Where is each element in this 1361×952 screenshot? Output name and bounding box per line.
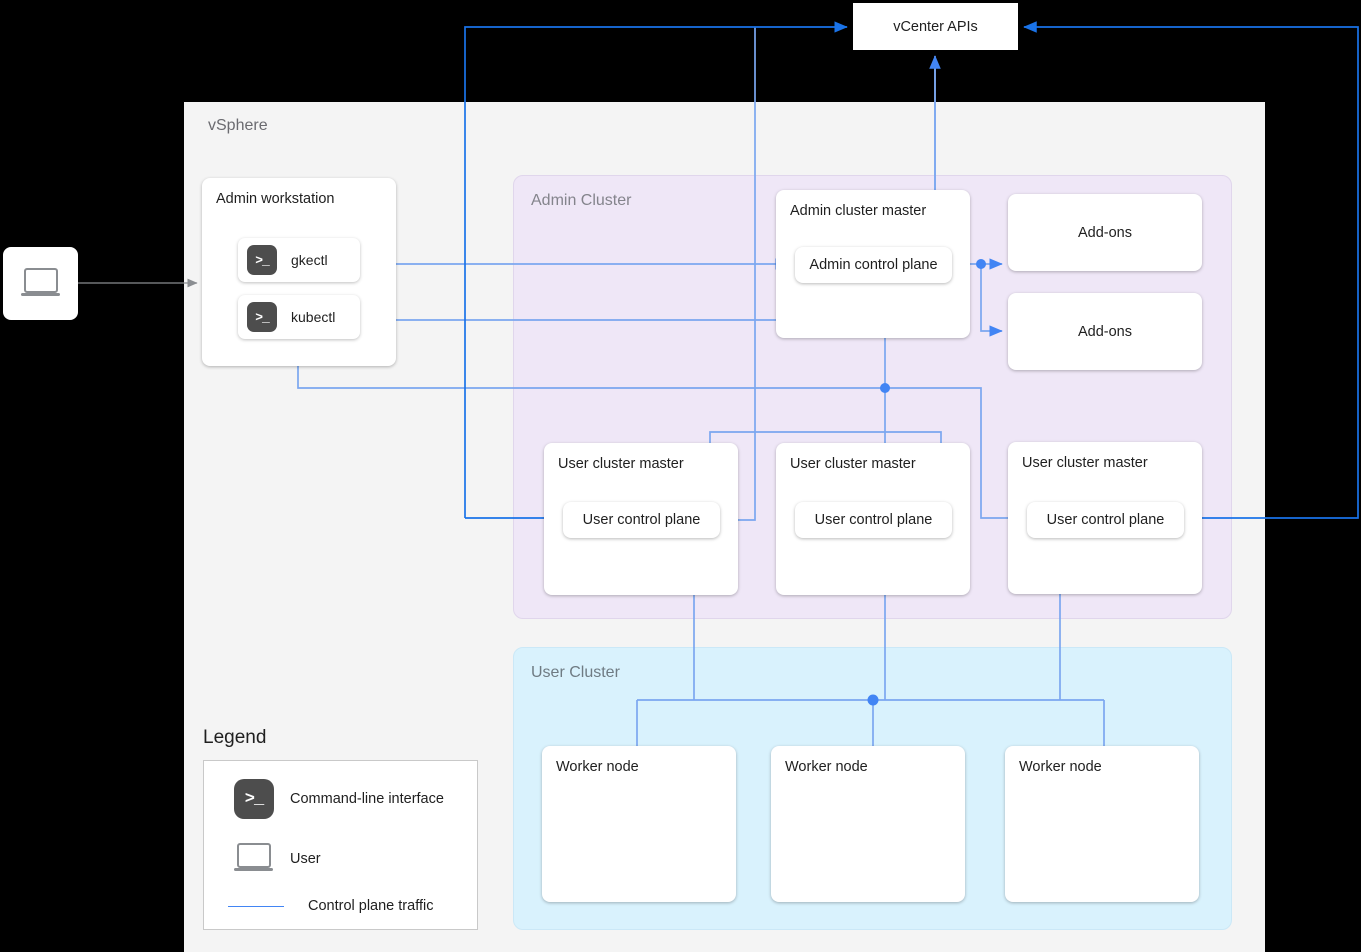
vsphere-label: vSphere <box>208 117 268 134</box>
user-node-box[interactable] <box>3 247 78 320</box>
terminal-icon: >_ <box>247 302 277 332</box>
user-cluster-master-label-2: User cluster master <box>790 456 916 472</box>
worker-node-label-1: Worker node <box>556 759 639 775</box>
vcenter-apis-label: vCenter APIs <box>893 18 978 35</box>
admin-workstation-box[interactable]: Admin workstation >_ gkectl >_ kubectl <box>202 178 396 366</box>
terminal-icon: >_ <box>234 779 274 819</box>
user-control-plane-box-3[interactable]: User control plane <box>1027 502 1184 538</box>
worker-node-box-3[interactable]: Worker node <box>1005 746 1199 902</box>
terminal-icon: >_ <box>247 245 277 275</box>
addons-label-1: Add-ons <box>1077 224 1132 241</box>
user-control-plane-box-1[interactable]: User control plane <box>563 502 720 538</box>
legend-item-user-label: User <box>290 851 321 867</box>
legend-item-user: User <box>234 843 321 875</box>
cli-kubectl[interactable]: >_ kubectl <box>238 295 360 339</box>
admin-control-plane-box[interactable]: Admin control plane <box>795 247 952 283</box>
user-control-plane-label-1: User control plane <box>582 512 701 528</box>
legend-item-cli: >_ Command-line interface <box>234 779 444 819</box>
worker-node-box-2[interactable]: Worker node <box>771 746 965 902</box>
addons-box-1[interactable]: Add-ons <box>1008 194 1202 271</box>
cli-gkectl[interactable]: >_ gkectl <box>238 238 360 282</box>
addons-label-2: Add-ons <box>1077 323 1132 340</box>
user-cluster-master-label-3: User cluster master <box>1022 455 1148 471</box>
admin-control-plane-label: Admin control plane <box>809 257 938 273</box>
legend-item-cli-label: Command-line interface <box>290 791 444 807</box>
vcenter-apis-box[interactable]: vCenter APIs <box>853 3 1018 50</box>
worker-node-box-1[interactable]: Worker node <box>542 746 736 902</box>
laptop-icon <box>234 843 274 875</box>
worker-node-label-3: Worker node <box>1019 759 1102 775</box>
legend-box: >_ Command-line interface User Control p… <box>203 760 478 930</box>
worker-node-label-2: Worker node <box>785 759 868 775</box>
cli-kubectl-label: kubectl <box>291 309 336 325</box>
user-control-plane-label-2: User control plane <box>814 512 933 528</box>
addons-box-2[interactable]: Add-ons <box>1008 293 1202 370</box>
admin-cluster-master-label: Admin cluster master <box>790 203 927 219</box>
user-cluster-master-label-1: User cluster master <box>558 456 684 472</box>
laptop-icon <box>20 267 61 300</box>
user-control-plane-label-3: User control plane <box>1046 512 1165 528</box>
legend-title: Legend <box>203 727 267 748</box>
line-swatch-icon <box>228 905 284 907</box>
cli-gkectl-label: gkectl <box>291 252 328 268</box>
user-cluster-label: User Cluster <box>531 664 620 681</box>
admin-cluster-label: Admin Cluster <box>531 192 632 209</box>
legend-item-traffic: Control plane traffic <box>228 898 433 914</box>
legend-item-traffic-label: Control plane traffic <box>308 898 434 914</box>
user-control-plane-box-2[interactable]: User control plane <box>795 502 952 538</box>
admin-workstation-label: Admin workstation <box>216 191 335 207</box>
